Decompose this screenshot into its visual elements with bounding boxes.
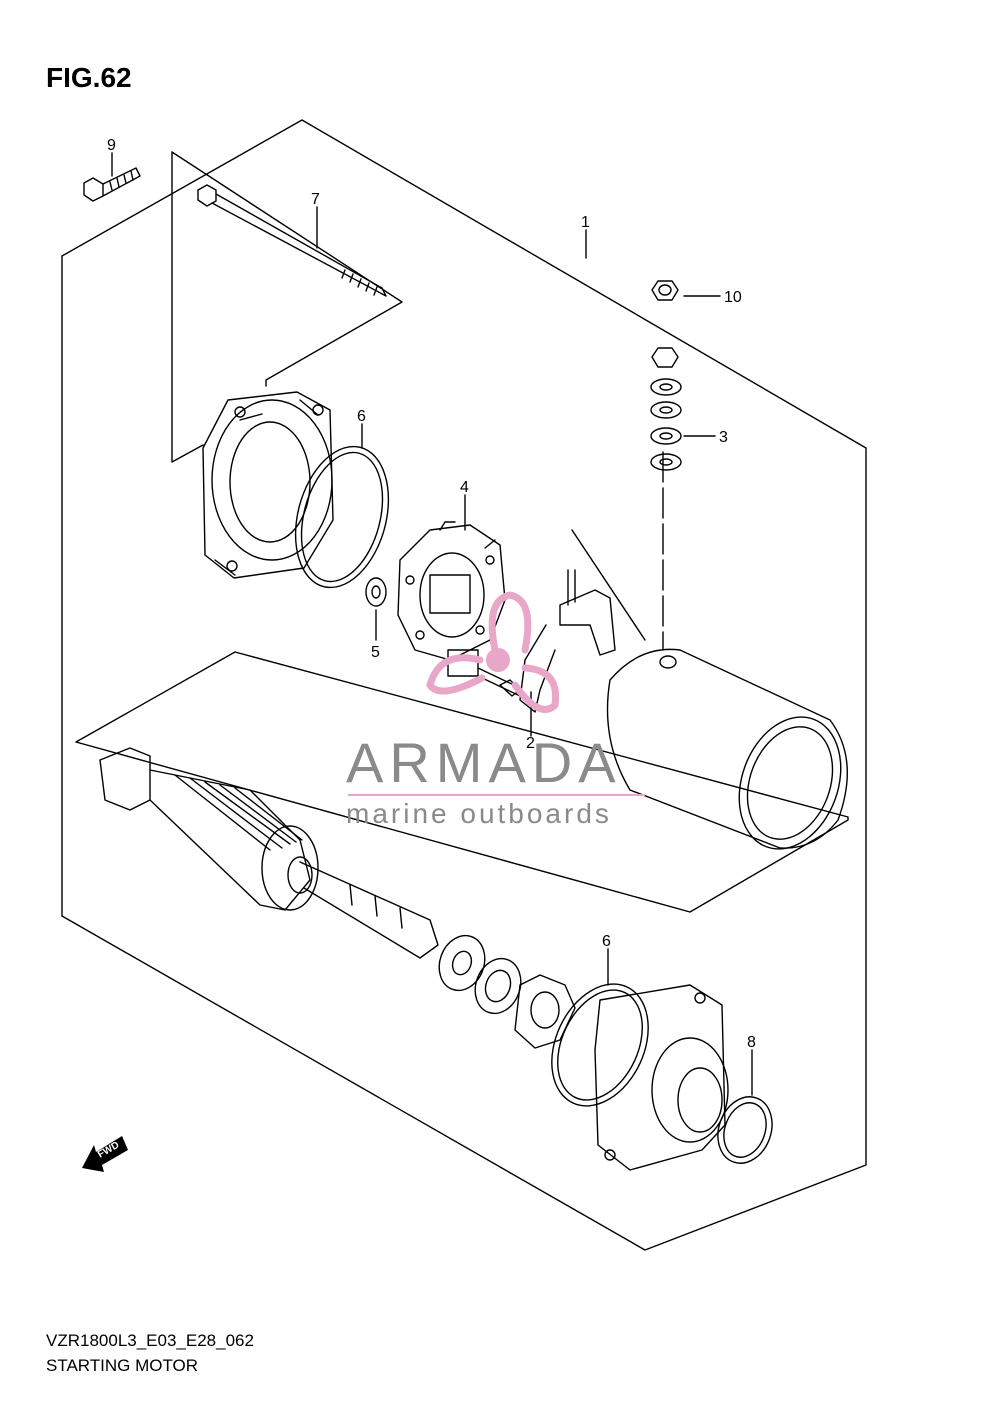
assembly-outline <box>61 119 867 1251</box>
lower-washer-1-icon <box>438 934 486 992</box>
bushing-5-icon <box>365 577 387 607</box>
o-ring-8-icon <box>717 1096 773 1164</box>
callout-2: 2 <box>526 735 535 752</box>
figure-title: FIG.62 <box>46 62 132 93</box>
callout-8: 8 <box>747 1034 756 1051</box>
callout-9: 9 <box>107 137 116 154</box>
callout-10: 10 <box>724 289 742 306</box>
o-ring-6-upper-icon <box>294 445 390 589</box>
callout-6-lower: 6 <box>602 933 611 950</box>
fwd-arrow-icon: FWD <box>82 1136 128 1172</box>
watermark-tagline: marine outboards <box>346 798 612 829</box>
figure-caption: STARTING MOTOR <box>46 1356 199 1375</box>
lower-washer-2-icon <box>474 957 522 1015</box>
callout-4: 4 <box>460 479 469 496</box>
callout-7: 7 <box>311 191 320 208</box>
callout-5: 5 <box>371 644 380 661</box>
bolt-7-icon <box>197 184 387 297</box>
bolt-9-icon <box>83 167 141 202</box>
front-cover-icon <box>594 984 729 1171</box>
armada-logo-icon <box>426 591 560 713</box>
nut-10-icon <box>651 280 679 301</box>
watermark-brand: ARMADA <box>346 731 622 794</box>
yoke-icon <box>606 648 848 850</box>
armature-icon <box>99 747 439 959</box>
rear-cover-icon <box>202 391 334 579</box>
o-ring-6-lower-icon <box>551 983 649 1107</box>
callout-6-upper: 6 <box>357 408 366 425</box>
upper-subframe-outline <box>171 151 403 463</box>
brush-set-2-icon <box>447 569 616 713</box>
washer-stack-3-icon <box>650 347 682 471</box>
brush-holder-4-icon <box>397 521 506 661</box>
lock-plate-icon <box>514 974 576 1049</box>
model-code: VZR1800L3_E03_E28_062 <box>46 1331 254 1350</box>
callout-3: 3 <box>719 429 728 446</box>
leader-terminal <box>571 529 646 641</box>
armature-subframe-outline <box>75 651 849 913</box>
callout-1: 1 <box>581 214 590 231</box>
